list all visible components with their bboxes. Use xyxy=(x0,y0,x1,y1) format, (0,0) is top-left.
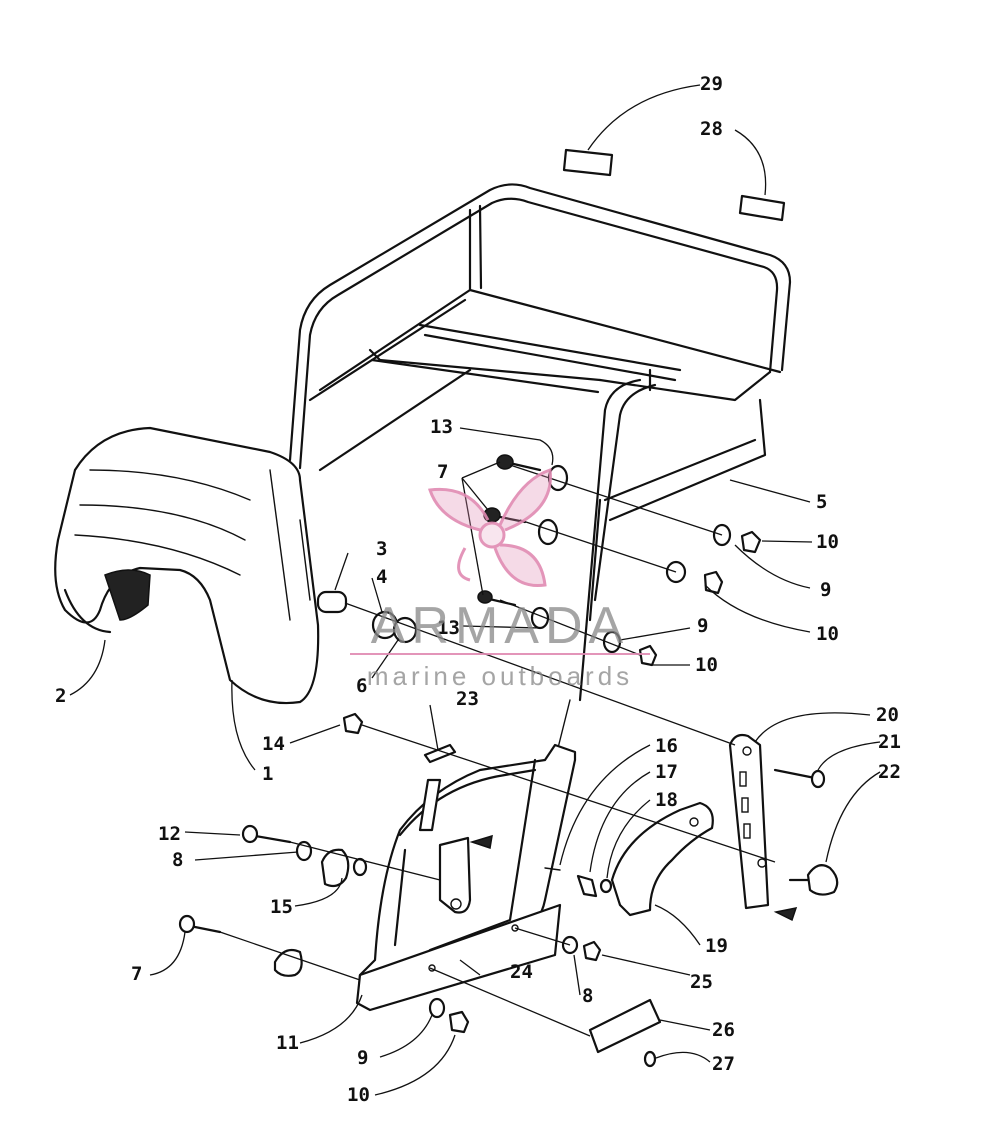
callouts: 1 2 3 4 5 6 7 7 8 8 9 9 9 10 10 10 10 11… xyxy=(55,73,901,1106)
callout-label: 17 xyxy=(655,761,678,783)
callout-label: 6 xyxy=(356,675,367,697)
callout-label: 3 xyxy=(376,538,387,560)
callout-label: 5 xyxy=(816,491,827,513)
callout-label: 1 xyxy=(262,763,273,785)
callout-label: 7 xyxy=(437,461,448,483)
callout-label: 28 xyxy=(700,118,723,140)
callout-label: 8 xyxy=(172,849,183,871)
callout-label: 18 xyxy=(655,789,678,811)
backrest-pad xyxy=(54,426,320,705)
callout-label: 20 xyxy=(876,704,899,726)
callout-label: 13 xyxy=(437,617,460,639)
callout-label: 11 xyxy=(276,1032,299,1054)
callout-label: 4 xyxy=(376,566,387,588)
watermark-tagline: marine outboards xyxy=(367,661,633,691)
rack-frame xyxy=(288,148,792,761)
callout-label: 26 xyxy=(712,1019,735,1041)
side-plate xyxy=(355,743,577,1012)
callout-label: 2 xyxy=(55,685,66,707)
callout-label: 10 xyxy=(816,531,839,553)
callout-label: 24 xyxy=(510,961,533,983)
watermark: ARMADA marine outboards xyxy=(350,467,650,691)
propeller-logo-icon xyxy=(427,467,552,588)
callout-label: 21 xyxy=(878,731,901,753)
callout-label: 16 xyxy=(655,735,678,757)
callout-label: 10 xyxy=(347,1084,370,1106)
arrow-icon xyxy=(773,907,798,922)
callout-label: 22 xyxy=(878,761,901,783)
strap-bracket xyxy=(728,733,770,910)
assembly-axes xyxy=(219,464,776,1037)
callout-label: 13 xyxy=(430,416,453,438)
callout-label: 27 xyxy=(712,1053,735,1075)
callout-leaders xyxy=(69,84,881,1096)
callout-label: 9 xyxy=(357,1047,368,1069)
callout-label: 8 xyxy=(582,985,593,1007)
hardware xyxy=(178,454,839,1068)
callout-label: 12 xyxy=(158,823,181,845)
callout-label: 9 xyxy=(820,579,831,601)
callout-label: 9 xyxy=(697,615,708,637)
callout-label: 25 xyxy=(690,971,713,993)
callout-label: 23 xyxy=(456,688,479,710)
callout-label: 19 xyxy=(705,935,728,957)
reflector xyxy=(588,998,662,1054)
arrow-icon xyxy=(469,834,493,849)
callout-label: 7 xyxy=(131,963,142,985)
direction-arrows xyxy=(469,834,798,922)
callout-label: 29 xyxy=(700,73,723,95)
callout-label: 10 xyxy=(816,623,839,645)
callout-label: 10 xyxy=(695,654,718,676)
callout-label: 14 xyxy=(262,733,285,755)
watermark-brand: ARMADA xyxy=(371,597,629,655)
callout-label: 15 xyxy=(270,896,293,918)
corner-bracket xyxy=(610,801,714,917)
